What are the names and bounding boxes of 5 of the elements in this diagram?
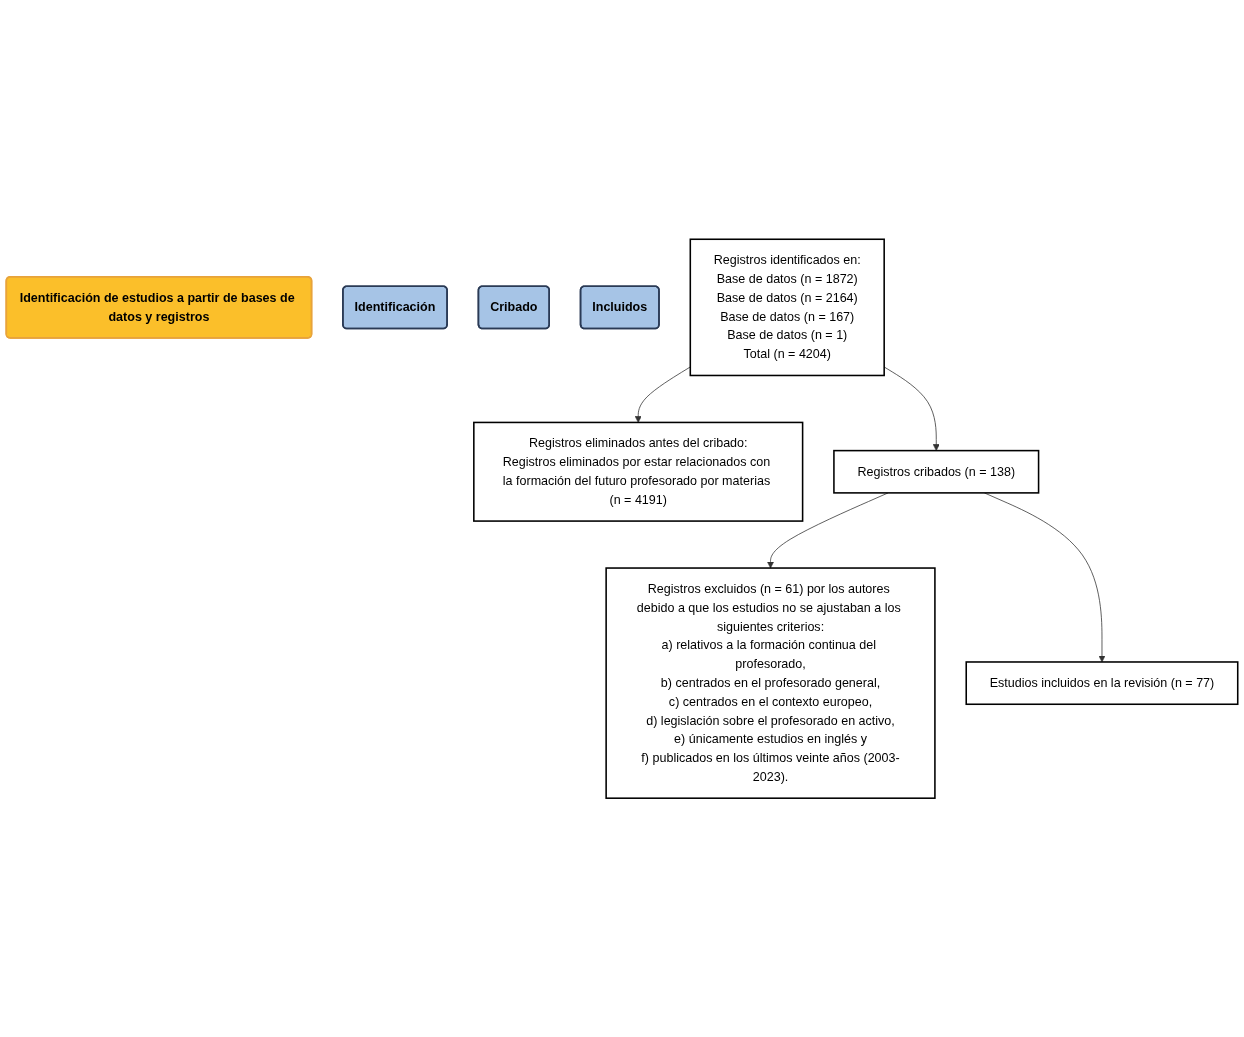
node-box: Estudios incluidos en la revisión (n = 77) bbox=[965, 660, 1239, 705]
node-box: Registros excluidos (n = 61) por los autores debido a que los estudios no se ajustaban a los siguientes criterios: a) relativos a la formación continua del profesorado, b) centrados en el profesorado general, c) centrados en el contexto europeo, d) legislación sobre el profesorado en activo, e) únicamente estudios en inglés y f) publicados en los últimos veinte años (2003-2023). bbox=[605, 567, 936, 799]
node-box: Registros eliminados antes del cribado: Registros eliminados por estar relacionados con la formación del futuro profesorado por materias (n = 4191) bbox=[473, 421, 804, 522]
node-box: Registros cribados (n = 138) bbox=[833, 449, 1040, 494]
node-box: Registros identificados en: Base de datos (n = 1872) Base de datos (n = 2164) Base de datos (n = 167) Base de datos (n = 1) Total (n = 4204) bbox=[689, 238, 885, 377]
